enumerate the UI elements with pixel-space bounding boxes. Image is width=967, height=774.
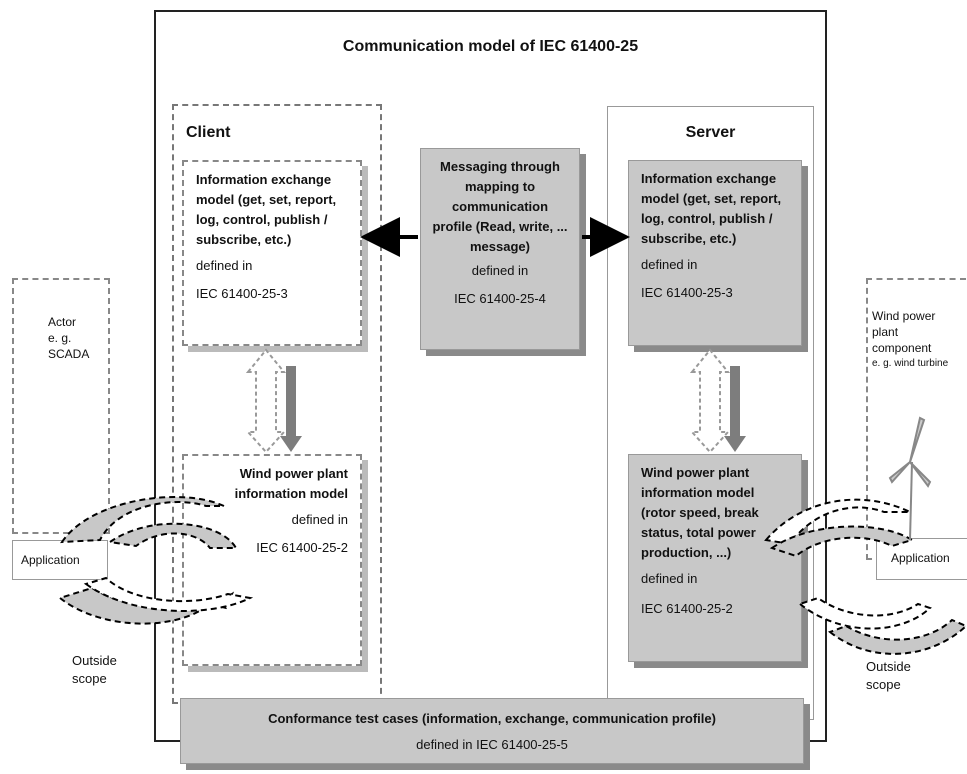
- right-actor-line3: e. g. wind turbine: [872, 358, 949, 369]
- diagram-title: Communication model of IEC 61400-25: [342, 38, 639, 55]
- server-info-model-text: Wind power plant information model (roto…: [641, 465, 759, 560]
- left-actor-box: Actor e. g. SCADA: [12, 278, 110, 534]
- client-info-model-box: Wind power plant information model defin…: [182, 454, 362, 666]
- left-actor-line2: e. g.: [48, 331, 72, 345]
- conformance-text: Conformance test cases (information, exc…: [268, 711, 716, 726]
- messaging-defined: defined in: [471, 263, 529, 278]
- client-info-exchange-text: Information exchange model (get, set, re…: [196, 172, 337, 247]
- client-info-exchange-ref: IEC 61400-25-3: [196, 286, 288, 301]
- client-info-model-ref: IEC 61400-25-2: [256, 540, 348, 555]
- server-info-model-box: Wind power plant information model (roto…: [628, 454, 802, 662]
- server-info-exchange-defined: defined in: [641, 257, 698, 272]
- client-info-exchange-box: Information exchange model (get, set, re…: [182, 160, 362, 346]
- left-outside-scope: Outside scope: [72, 653, 117, 686]
- right-actor-box: Wind power plant component e. g. wind tu…: [866, 278, 966, 560]
- right-application-box: Application: [876, 538, 967, 580]
- server-info-model-ref: IEC 61400-25-2: [641, 601, 733, 616]
- conformance-box: Conformance test cases (information, exc…: [180, 698, 804, 764]
- client-info-model-defined: defined in: [291, 512, 348, 527]
- messaging-box: Messaging through mapping to communicati…: [420, 148, 580, 350]
- left-application-label: Application: [21, 553, 80, 567]
- right-actor-line1: Wind power plant: [872, 309, 936, 339]
- server-info-exchange-text: Information exchange model (get, set, re…: [641, 171, 782, 246]
- server-info-exchange-box: Information exchange model (get, set, re…: [628, 160, 802, 346]
- left-actor-line1: Actor: [48, 315, 77, 329]
- right-application-label: Application: [891, 551, 950, 565]
- client-info-model-title: Wind power plant information model: [234, 466, 348, 501]
- right-actor-line2: component: [872, 341, 932, 355]
- server-info-exchange-ref: IEC 61400-25-3: [641, 285, 733, 300]
- client-info-exchange-defined: defined in: [196, 258, 253, 273]
- left-application-box: Application: [12, 540, 108, 580]
- conformance-defined: defined in IEC 61400-25-5: [416, 737, 568, 752]
- client-label: Client: [186, 124, 231, 141]
- server-label: Server: [685, 124, 736, 141]
- right-outside-scope: Outside scope: [866, 659, 911, 692]
- left-actor-line3: SCADA: [48, 347, 90, 361]
- messaging-text: Messaging through mapping to communicati…: [432, 159, 568, 254]
- messaging-ref: IEC 61400-25-4: [454, 291, 546, 306]
- server-info-model-defined: defined in: [641, 571, 698, 586]
